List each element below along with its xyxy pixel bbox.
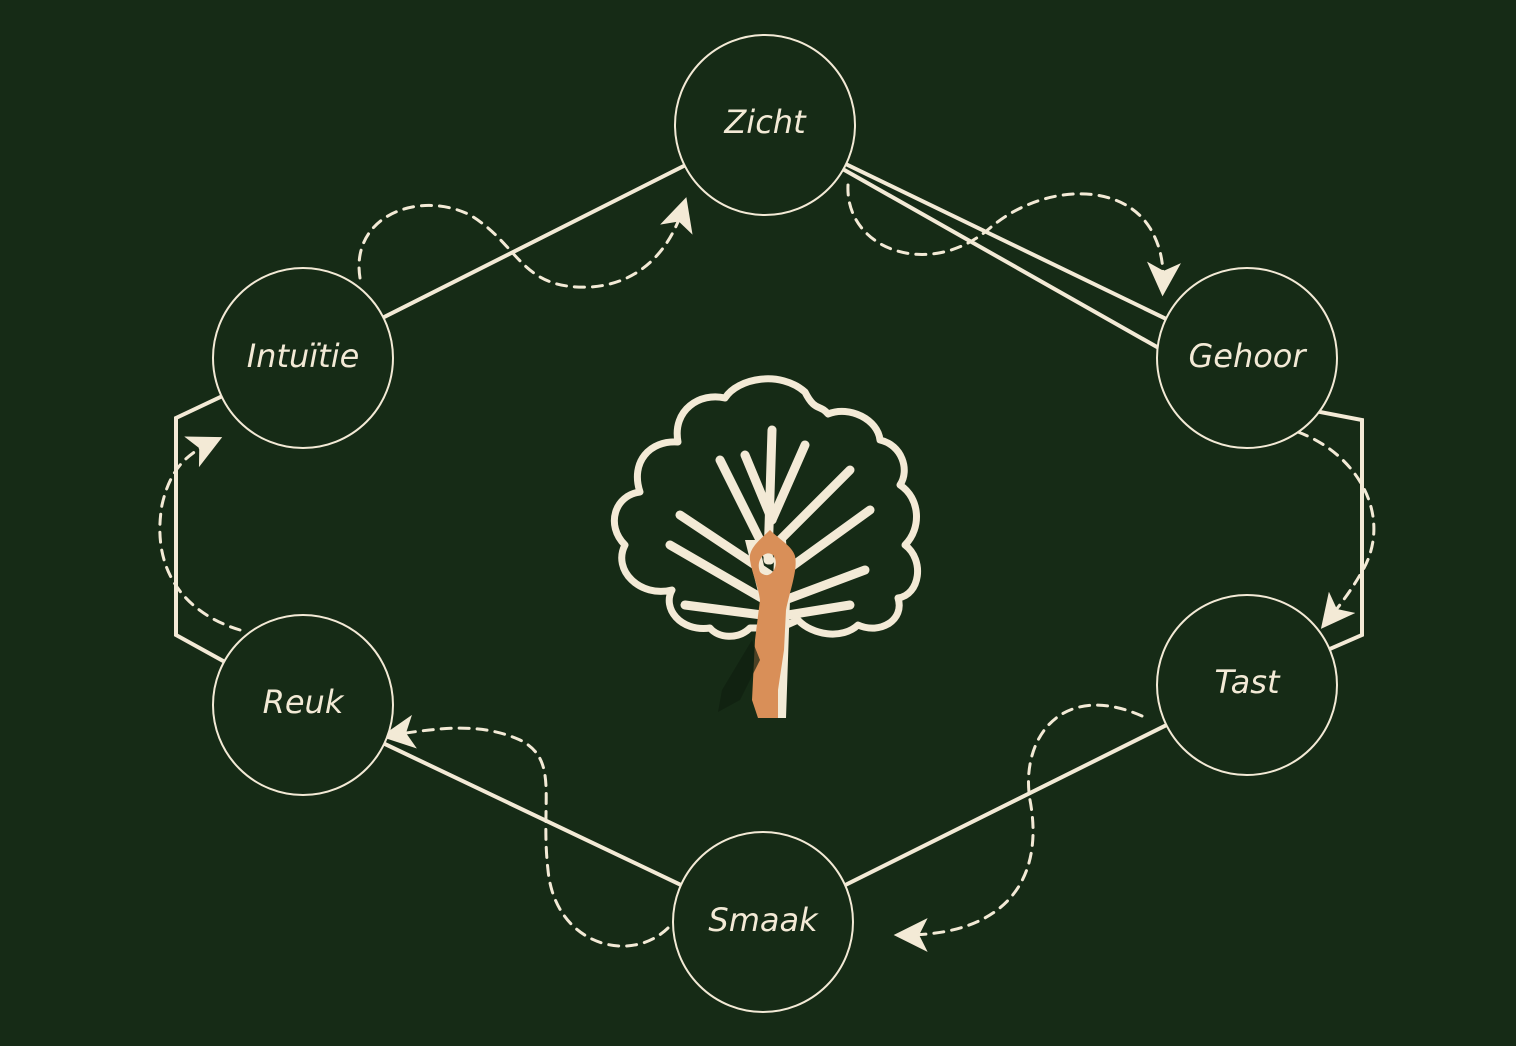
node-label-tast: Tast	[1214, 663, 1280, 701]
node-tast: Tast	[1156, 594, 1338, 776]
node-zicht: Zicht	[674, 34, 856, 216]
node-gehoor: Gehoor	[1156, 267, 1338, 449]
flow-arrow-intuitie-zicht	[357, 197, 693, 289]
node-reuk: Reuk	[212, 614, 394, 796]
node-label-reuk: Reuk	[263, 683, 345, 721]
flow-arrow-tast-smaak	[893, 703, 1144, 952]
flow-arrow-zicht-gehoor	[846, 183, 1181, 297]
node-label-intuitie: Intuïtie	[247, 337, 360, 375]
flow-arrow-smaak-reuk	[380, 714, 670, 948]
node-label-gehoor: Gehoor	[1188, 337, 1307, 375]
flow-arrow-gehoor-tast	[1296, 430, 1376, 629]
flow-arrow-reuk-intuitie	[158, 436, 242, 632]
node-label-zicht: Zicht	[723, 103, 807, 141]
node-smaak: Smaak	[672, 831, 854, 1013]
tree-with-person-icon	[610, 375, 922, 718]
node-intuitie: Intuïtie	[212, 267, 394, 449]
node-label-smaak: Smaak	[708, 901, 819, 939]
